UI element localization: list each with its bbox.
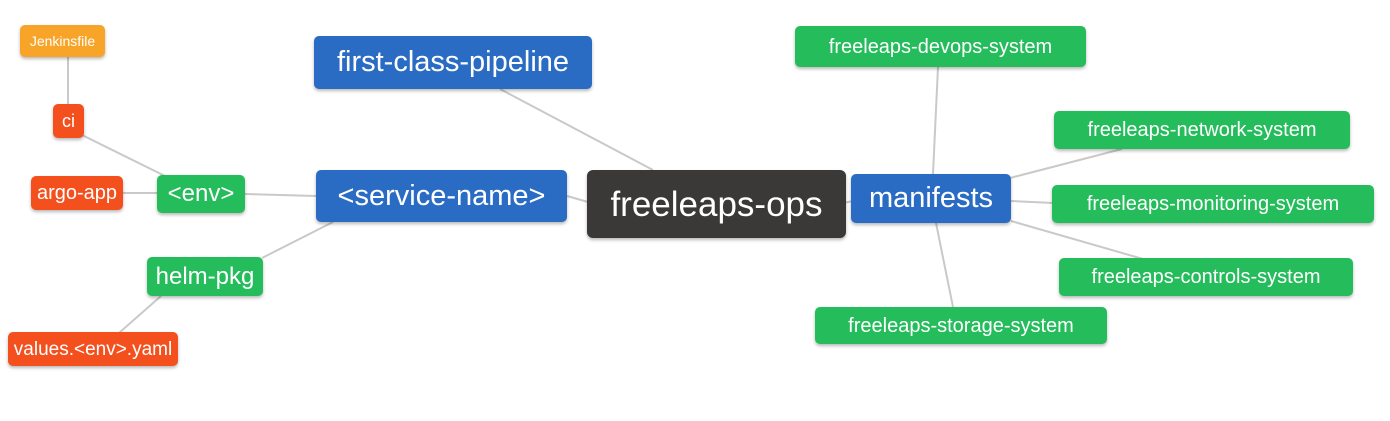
node-freeleaps-monitoring-system[interactable]: freeleaps-monitoring-system [1052, 185, 1374, 223]
edge-first-class-pipeline-ops [499, 88, 654, 171]
node-jenkinsfile[interactable]: Jenkinsfile [20, 25, 105, 57]
node-freeleaps-devops-system[interactable]: freeleaps-devops-system [795, 26, 1086, 67]
node-freeleaps-storage-system[interactable]: freeleaps-storage-system [815, 307, 1107, 344]
edge-manifests-devops [932, 66, 939, 175]
node-freeleaps-network-system[interactable]: freeleaps-network-system [1054, 111, 1350, 149]
node-ci[interactable]: ci [53, 104, 84, 138]
node-helm-pkg[interactable]: helm-pkg [147, 257, 263, 296]
edge-manifests-monitoring [1010, 200, 1054, 204]
edge-service-name-ops [566, 195, 589, 203]
node-freeleaps-controls-system[interactable]: freeleaps-controls-system [1059, 258, 1353, 296]
node-freeleaps-ops[interactable]: freeleaps-ops [587, 170, 846, 238]
edge-manifests-storage [935, 222, 954, 308]
node-env[interactable]: <env> [157, 175, 245, 213]
node-service-name[interactable]: <service-name> [316, 170, 567, 222]
edge-ci-env [81, 134, 168, 178]
node-manifests[interactable]: manifests [851, 174, 1011, 223]
edge-manifests-controls [1010, 220, 1144, 260]
edge-helm-pkg-service-name [261, 221, 334, 259]
node-argo-app[interactable]: argo-app [31, 176, 123, 210]
node-first-class-pipeline[interactable]: first-class-pipeline [314, 36, 592, 89]
node-values-env-yaml[interactable]: values.<env>.yaml [8, 332, 178, 366]
edge-env-service-name [244, 193, 317, 197]
edge-manifests-network [1009, 148, 1123, 179]
edge-helm-pkg-values [118, 295, 162, 334]
